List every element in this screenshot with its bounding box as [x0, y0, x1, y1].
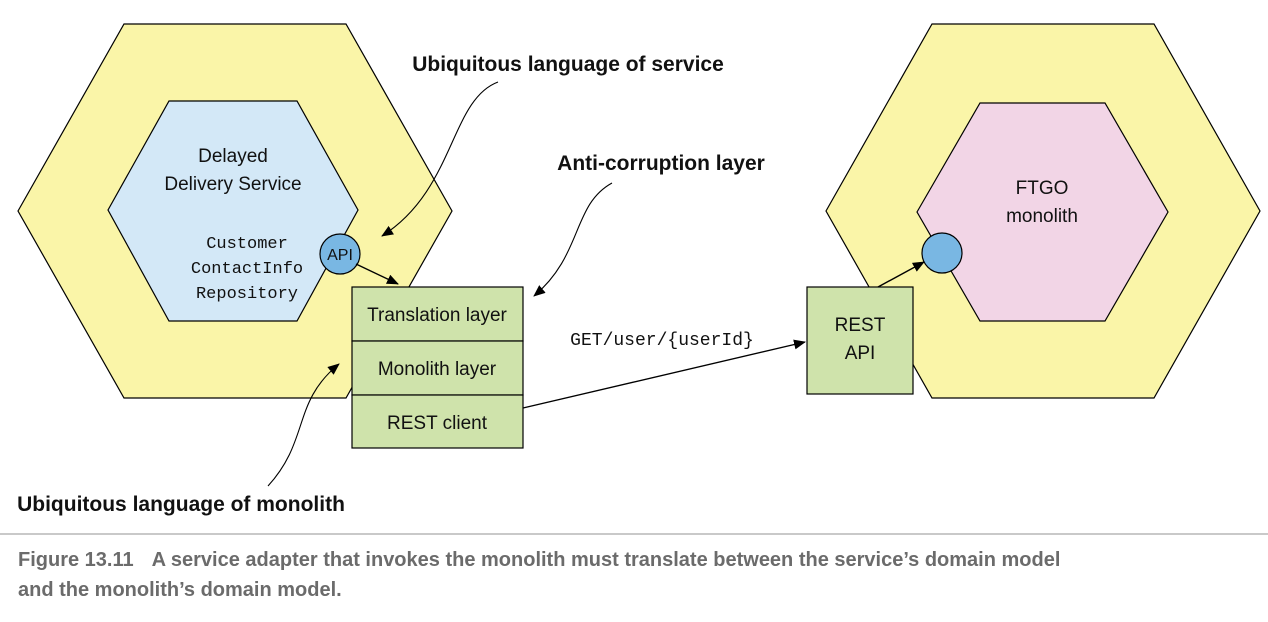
translation-layer-box	[351, 286, 524, 342]
rest-client-label: REST client	[387, 413, 488, 434]
rest-client-box	[351, 394, 524, 449]
caption-text-line2: and the monolith’s domain model.	[18, 579, 342, 601]
translation-layer-label: Translation layer	[367, 305, 507, 326]
rest-api-to-port-arrow	[877, 261, 925, 288]
callout-service-language: Ubiquitous language of service	[412, 53, 724, 76]
service-name-line2: Delivery Service	[164, 174, 301, 195]
monolith-inner-hexagon	[916, 102, 1169, 322]
monolith-api-port	[921, 232, 963, 274]
callout-service-language-leader	[381, 81, 499, 237]
http-request-arrow	[522, 339, 806, 409]
monolith-layer-box	[351, 340, 524, 396]
service-inner-hexagon	[107, 100, 359, 322]
architecture-diagram: Delayed Delivery Service Customer Contac…	[17, 23, 1261, 516]
service-name-line1: Delayed	[198, 146, 268, 167]
rest-api-line2: API	[845, 343, 876, 364]
figure-caption: Figure 13.11 A service adapter that invok…	[18, 545, 1258, 605]
callout-anti-corruption-leader	[533, 182, 613, 297]
repository-line2: ContactInfo	[191, 260, 303, 279]
monolith-name-line1: FTGO	[1016, 178, 1069, 199]
caption-line1: Figure 13.11 A service adapter that invok…	[18, 545, 1258, 575]
repository-line3: Repository	[196, 285, 298, 304]
rest-api-line1: REST	[835, 315, 886, 336]
callout-monolith-language: Ubiquitous language of monolith	[17, 493, 345, 516]
http-request-label: GET/user/{userId}	[570, 331, 754, 351]
monolith-name-line2: monolith	[1006, 206, 1078, 227]
caption-divider	[0, 533, 1268, 535]
rest-api-box	[806, 286, 914, 395]
monolith-layer-label: Monolith layer	[378, 359, 497, 380]
figure-number: Figure 13.11	[18, 549, 134, 571]
service-api-port	[319, 233, 361, 275]
repository-line1: Customer	[206, 235, 288, 254]
service-api-label: API	[327, 247, 353, 264]
api-to-adapter-arrow	[355, 263, 399, 285]
service-adapter: Translation layer Monolith layer REST cl…	[351, 286, 524, 449]
callout-monolith-language-leader	[267, 363, 340, 487]
callout-anti-corruption: Anti-corruption layer	[557, 152, 765, 175]
caption-text-line1: A service adapter that invokes the monol…	[151, 549, 1061, 571]
